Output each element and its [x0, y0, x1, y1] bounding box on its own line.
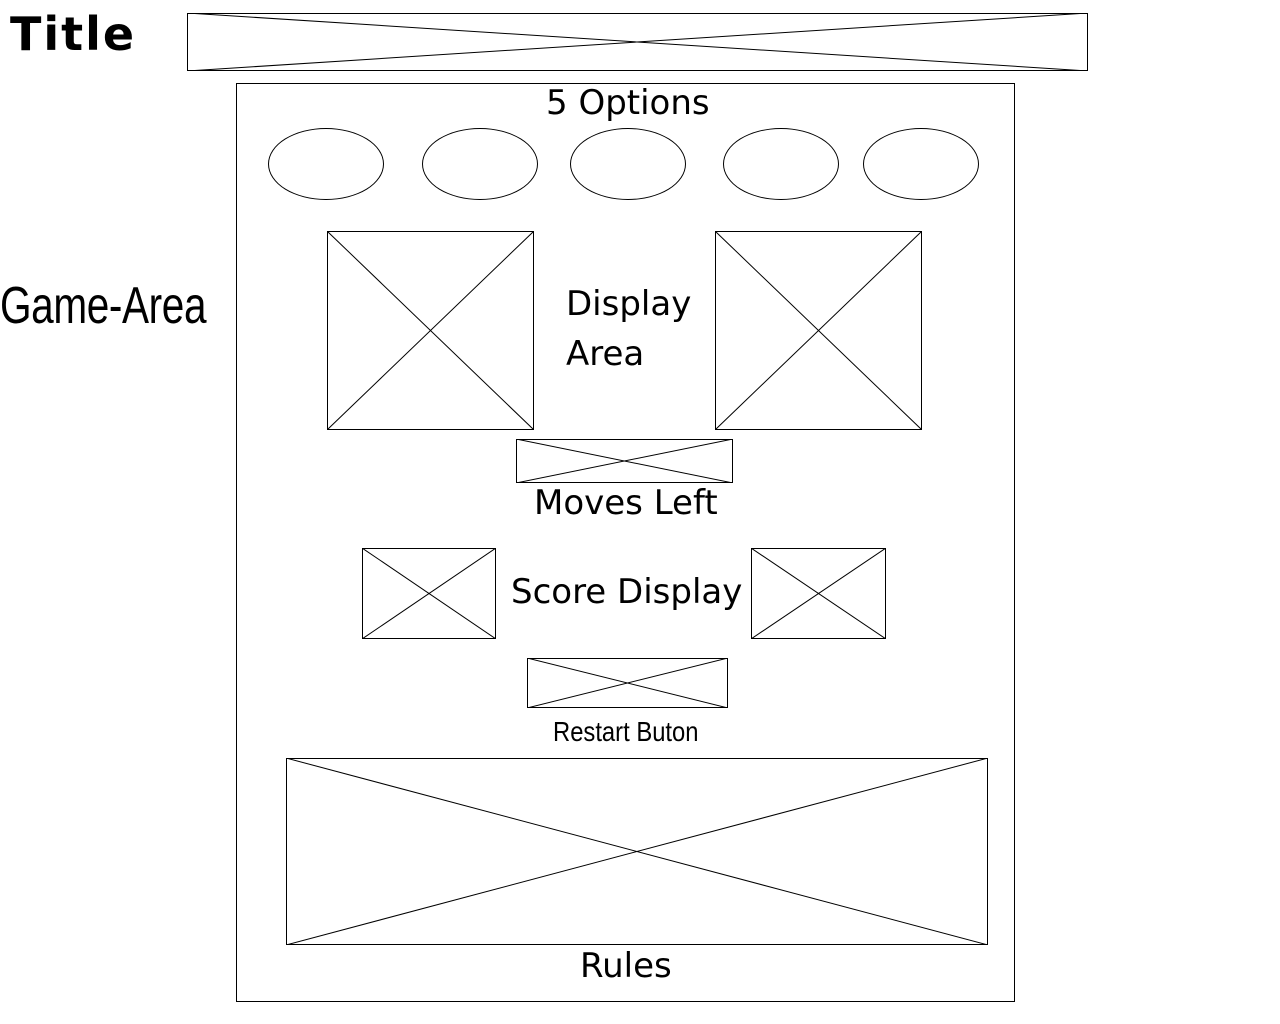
rules-label: Rules — [580, 946, 672, 986]
restart-button[interactable] — [527, 658, 728, 708]
player-score-display — [362, 548, 496, 639]
game-area-label: Game-Area — [0, 277, 207, 335]
option-button[interactable] — [723, 128, 839, 200]
option-button[interactable] — [268, 128, 384, 200]
game-area — [236, 83, 1015, 1002]
restart-button-label: Restart Buton — [553, 716, 699, 747]
display-area-label: Display Area — [566, 284, 692, 374]
option-button[interactable] — [863, 128, 979, 200]
title-placeholder — [187, 13, 1088, 71]
option-button[interactable] — [570, 128, 686, 200]
options-label: 5 Options — [546, 83, 710, 123]
option-button[interactable] — [422, 128, 538, 200]
moves-left-display — [516, 439, 733, 483]
moves-left-label: Moves Left — [534, 483, 718, 523]
score-display-label: Score Display — [511, 572, 743, 612]
title-label: Title — [10, 7, 137, 61]
computer-choice-display — [715, 231, 922, 430]
computer-score-display — [751, 548, 886, 639]
player-choice-display — [327, 231, 534, 430]
rules-panel — [286, 758, 988, 945]
